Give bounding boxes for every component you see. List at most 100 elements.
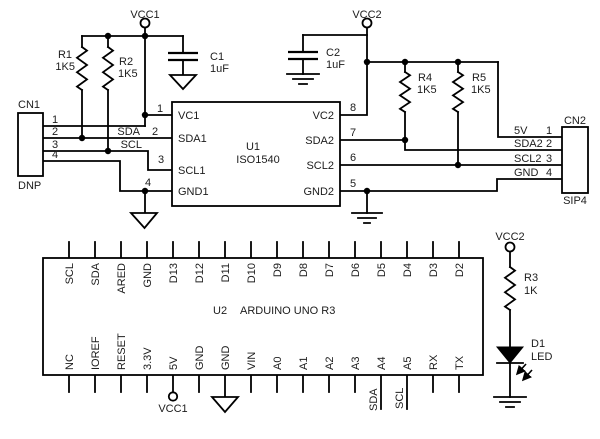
cn2-pin2-label: SDA2 bbox=[514, 138, 543, 150]
u2-pin-gnd2: GND bbox=[220, 346, 232, 371]
cn1-pin3-num: 3 bbox=[52, 139, 58, 151]
vcc1-bottom-terminal bbox=[167, 391, 179, 402]
u1-pin6-num: 6 bbox=[350, 152, 356, 164]
connector-cn1: CN1 DNP 1 2 3 4 bbox=[17, 99, 58, 192]
cn1-pin1-num: 1 bbox=[52, 114, 58, 126]
net-label-a4-sda: SDA bbox=[368, 388, 380, 411]
wire-5v bbox=[497, 61, 563, 138]
u2-pin-rx: RX bbox=[428, 354, 440, 370]
cn2-pin4-num: 4 bbox=[546, 167, 552, 179]
cn2-pin3-num: 3 bbox=[546, 153, 552, 165]
u2-pin-d11: D11 bbox=[220, 263, 232, 282]
u1-pin-vc1: VC1 bbox=[178, 110, 199, 122]
wire-scl bbox=[42, 150, 173, 171]
vcc2-terminal bbox=[361, 17, 373, 29]
u2-pin-a4: A4 bbox=[376, 357, 388, 370]
led-emission-arrow-2 bbox=[521, 369, 533, 382]
wire-gnd2 bbox=[339, 178, 563, 192]
u2-pin-reset: RESET bbox=[116, 333, 128, 370]
u2-pin-gnd-top: GND bbox=[142, 263, 154, 288]
u2-pin-d2: D2 bbox=[454, 263, 466, 277]
u2-pin-scl: SCL bbox=[64, 263, 76, 284]
u2-pin-d7: D7 bbox=[324, 263, 336, 277]
u1-pin-sda2: SDA2 bbox=[305, 135, 334, 147]
u2-pin-d6: D6 bbox=[350, 263, 362, 277]
u2-pin-d5: D5 bbox=[376, 263, 388, 277]
net-label-a5-scl: SCL bbox=[394, 388, 406, 409]
u1-body bbox=[171, 101, 341, 207]
u2-top-pin-labels: SCL SDA ARED GND D13 D12 D11 D10 D9 D8 D… bbox=[64, 262, 466, 293]
vcc1-bottom-label: VCC1 bbox=[158, 403, 187, 415]
u1-pin-gnd2: GND2 bbox=[303, 186, 334, 198]
led-emission-arrow-1 bbox=[515, 363, 527, 376]
u2-body bbox=[42, 257, 484, 376]
cn2-body bbox=[561, 126, 589, 194]
u2-pin-3v3: 3.3V bbox=[142, 347, 154, 370]
resistor-r5-body bbox=[451, 70, 465, 114]
resistor-r3-body bbox=[503, 265, 517, 312]
r4-ref: R4 bbox=[418, 72, 432, 84]
led-d1: D1 LED bbox=[495, 338, 552, 382]
ic-u1: U1 ISO1540 VC1 SDA1 SCL1 GND1 VC2 SDA2 S… bbox=[145, 101, 356, 207]
cn2-ref: CN2 bbox=[564, 115, 586, 127]
cn1-pin2-num: 2 bbox=[52, 126, 58, 138]
u2-pin-d12: D12 bbox=[194, 263, 206, 283]
net-label-sda: SDA bbox=[117, 126, 140, 138]
ground-triangle-c1 bbox=[167, 74, 199, 91]
ground-earth-led bbox=[493, 396, 527, 408]
u2-pin-vin: VIN bbox=[246, 352, 258, 370]
vcc1-label: VCC1 bbox=[130, 9, 159, 21]
wire-u2-top-stubs bbox=[68, 241, 460, 259]
r3-value: 1K bbox=[524, 285, 538, 297]
u1-pin5-num: 5 bbox=[350, 178, 356, 190]
resistor-r2-body bbox=[101, 45, 115, 92]
cn1-note: DNP bbox=[18, 180, 41, 192]
led-d1-triangle bbox=[495, 346, 525, 364]
wire-sda2 bbox=[339, 139, 563, 151]
junction-dots bbox=[78, 32, 462, 195]
d1-value: LED bbox=[531, 351, 552, 363]
u2-pin-a5: A5 bbox=[402, 357, 414, 370]
r5-ref: R5 bbox=[472, 72, 486, 84]
u2-pin-tx: TX bbox=[454, 355, 466, 370]
c2-ref: C2 bbox=[326, 47, 340, 59]
vcc1-terminal bbox=[139, 17, 151, 29]
ground-earth-c2 bbox=[286, 73, 320, 85]
r3-ref: R3 bbox=[524, 272, 538, 284]
u1-pin-scl2: SCL2 bbox=[306, 160, 334, 172]
u2-pin-sda: SDA bbox=[90, 262, 102, 285]
r5-value: 1K5 bbox=[471, 84, 491, 96]
resistor-r1-body bbox=[75, 45, 89, 92]
vcc2-label: VCC2 bbox=[352, 9, 381, 21]
d1-ref: D1 bbox=[531, 338, 545, 350]
r2-value: 1K5 bbox=[118, 68, 138, 80]
cn1-pin4-num: 4 bbox=[52, 149, 58, 161]
net-label-scl: SCL bbox=[121, 139, 142, 151]
u2-pin-nc: NC bbox=[64, 354, 76, 370]
ground-symbols bbox=[128, 73, 527, 414]
u2-pin-d8: D8 bbox=[298, 263, 310, 277]
u2-pin-d4: D4 bbox=[402, 263, 414, 277]
cn2-pin1-label: 5V bbox=[514, 125, 528, 137]
u2-ref: U2 bbox=[213, 305, 227, 317]
u1-pin-gnd1: GND1 bbox=[178, 186, 209, 198]
u1-pin4-num: 4 bbox=[145, 177, 151, 189]
u1-pin-sda1: SDA1 bbox=[178, 133, 207, 145]
u1-pin-vc2: VC2 bbox=[313, 110, 334, 122]
capacitors: C1 1uF C2 1uF bbox=[168, 47, 345, 75]
capacitor-c1-plates bbox=[168, 51, 198, 62]
c1-ref: C1 bbox=[210, 51, 224, 63]
r4-value: 1K5 bbox=[417, 84, 437, 96]
wires bbox=[42, 26, 563, 410]
u2-pin-ared: ARED bbox=[116, 263, 128, 294]
vcc2-led-label: VCC2 bbox=[495, 231, 524, 243]
ground-triangle-u2 bbox=[210, 396, 240, 414]
c1-value: 1uF bbox=[210, 63, 229, 75]
u2-pin-ioref: IOREF bbox=[90, 336, 102, 370]
u1-pin1-num: 1 bbox=[157, 103, 163, 115]
u1-part: ISO1540 bbox=[236, 154, 279, 166]
u1-pin7-num: 7 bbox=[350, 127, 356, 139]
cn2-note: SIP4 bbox=[563, 195, 587, 207]
